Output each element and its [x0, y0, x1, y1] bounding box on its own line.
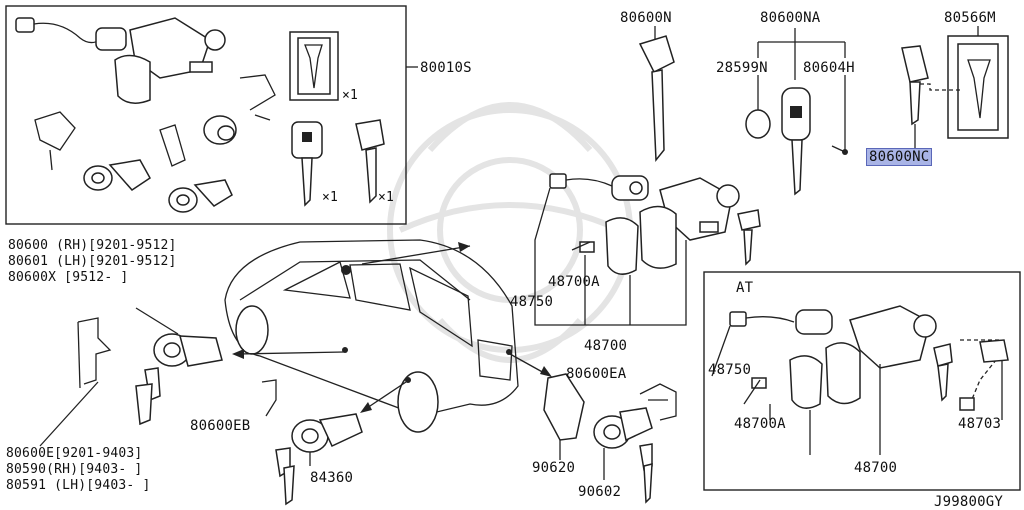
screw-label: 80604H: [803, 60, 855, 76]
kit-small-parts: [34, 74, 276, 213]
glove-key-lock: [593, 407, 653, 504]
glove-key-label: 90602: [578, 484, 622, 500]
kit-part-label: 80010S: [420, 60, 472, 76]
trunk-clip: [639, 383, 677, 421]
at-bracket: [711, 325, 1003, 455]
at-title: AT: [736, 280, 754, 296]
kit-mechanical-key: [355, 119, 385, 204]
kit-remote-key: [291, 121, 323, 207]
kit-qty-a: ×1: [342, 88, 359, 103]
battery: [745, 109, 771, 139]
column-sub-label: 48700A: [548, 274, 600, 290]
kit-qty-b: ×1: [322, 190, 339, 205]
blank-key-label: 80600N: [620, 10, 672, 26]
at-frame: [703, 271, 1021, 491]
transponder-group-label: 80600NA: [760, 10, 821, 26]
key-tag-label: 80566M: [944, 10, 996, 26]
key-tag-card: [920, 26, 1009, 139]
blank-key: [638, 26, 675, 163]
spring-callout-line-3: 80591 (LH)[9403- ]: [6, 478, 151, 493]
at-sub-label: 48700A: [734, 416, 786, 432]
column-left-label: 48750: [510, 294, 554, 310]
at-main-label: 48700: [854, 460, 898, 476]
highlighted-key-label[interactable]: 80600NC: [866, 148, 933, 166]
watermark-emblem: [387, 102, 633, 363]
transponder-key: [781, 87, 811, 196]
trunk-clip-label: 80600EA: [566, 366, 627, 382]
transponder-bracket-lines: [757, 28, 846, 150]
catalog-code: J99800GY: [934, 494, 1004, 510]
at-right-label: 48703: [958, 416, 1002, 432]
door-callout-line-3: 80600X [9512- ]: [8, 270, 129, 285]
highlighted-key: [901, 45, 929, 148]
vehicle-body: [224, 239, 519, 433]
glove-lock: [543, 373, 585, 460]
at-ignition-column: [729, 305, 1009, 411]
screw: [831, 145, 848, 155]
at-left-label: 48750: [708, 362, 752, 378]
rod-label: 80600EB: [190, 418, 251, 434]
door-callout-line-2: 80601 (LH)[9201-9512]: [8, 254, 177, 269]
spring-callout-line-1: 80600E[9201-9403]: [6, 446, 143, 461]
door-callout-line-1: 80600 (RH)[9201-9512]: [8, 238, 177, 253]
vehicle-arrows: [232, 242, 552, 413]
battery-label: 28599N: [716, 60, 768, 76]
column-bracket: [534, 187, 687, 326]
door-lock-cylinder: [39, 307, 223, 447]
kit-qty-c: ×1: [378, 190, 395, 205]
glove-lock-label: 90620: [532, 460, 576, 476]
ignition-column: [549, 173, 761, 275]
column-main-label: 48700: [584, 338, 628, 354]
kit-frame: [5, 5, 407, 225]
back-door-lock: [261, 379, 363, 506]
kit-key-card: [289, 31, 339, 101]
back-door-lock-label: 84360: [310, 470, 354, 486]
spring-callout-line-2: 80590(RH)[9403- ]: [6, 462, 143, 477]
kit-ignition-assembly: [15, 17, 226, 104]
